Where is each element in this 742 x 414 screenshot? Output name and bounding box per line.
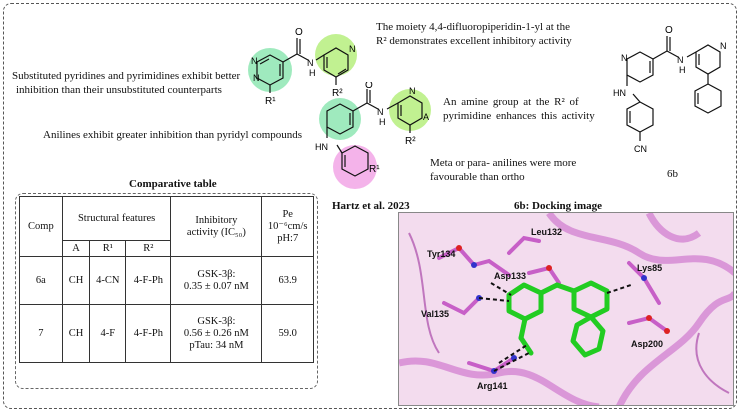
docking-image: Tyr134 Leu132 Asp133 Lys85 Val135 Asp200… xyxy=(398,212,734,406)
header-structural-features: Structural features xyxy=(61,196,172,241)
meta-para-statement: Meta or para- anilines were more favoura… xyxy=(430,157,577,183)
svg-text:N: N xyxy=(251,56,258,66)
svg-text:R¹: R¹ xyxy=(265,96,276,107)
anilines-statement: Anilines exhibit greater inhibition than… xyxy=(43,129,303,141)
svg-text:N: N xyxy=(349,44,356,54)
header-pe: Pe 10⁻⁶cm/s pH:7 xyxy=(261,196,314,257)
residue-arg141: Arg141 xyxy=(477,381,508,391)
svg-text:A: A xyxy=(423,112,429,122)
svg-text:N: N xyxy=(409,86,416,96)
aniline-highlight xyxy=(333,145,377,189)
svg-text:HN: HN xyxy=(315,142,328,152)
comparative-table-heading: Comparative table xyxy=(129,178,217,190)
residue-asp200: Asp200 xyxy=(631,339,663,349)
svg-text:O: O xyxy=(665,25,673,36)
header-activity: Inhibitory activity (IC₅₀) xyxy=(170,196,263,257)
svg-text:R¹: R¹ xyxy=(369,164,380,175)
amine-statement: An amine group at the R² of pyrimidine e… xyxy=(443,96,595,122)
comparative-table-box xyxy=(15,193,318,389)
svg-text:N: N xyxy=(720,41,727,51)
header-comp: Comp xyxy=(19,196,63,257)
citation: Hartz et al. 2023 xyxy=(332,200,410,212)
comparative-table: Comp Structural features Inhibitory acti… xyxy=(19,196,314,363)
structure-aniline: O N H N A R² HN R¹ xyxy=(315,82,431,189)
pyridine-highlight xyxy=(389,89,431,131)
svg-text:H: H xyxy=(309,68,316,78)
residue-leu132: Leu132 xyxy=(531,227,562,237)
pyridine-highlight xyxy=(315,34,357,76)
structure-pyridine-pyrimidine: O N H N N N R² R¹ xyxy=(248,27,357,107)
header-col-r2: R² xyxy=(125,240,172,257)
table-row: 7 CH 4-F 4-F-Ph GSK-3β: 0.56 ± 0.26 nM p… xyxy=(19,304,314,363)
svg-text:N: N xyxy=(307,58,314,68)
svg-text:R²: R² xyxy=(332,88,343,99)
residue-asp133: Asp133 xyxy=(494,271,526,281)
svg-text:H: H xyxy=(379,117,386,127)
residue-tyr134: Tyr134 xyxy=(427,249,455,259)
difluoro-statement: The moiety 4,4-difluoropiperidin-1-yl at… xyxy=(376,21,572,47)
svg-text:O: O xyxy=(295,27,303,38)
residue-val135: Val135 xyxy=(421,309,449,319)
svg-text:HN: HN xyxy=(613,88,626,98)
svg-text:N: N xyxy=(253,73,260,83)
table-row: 6a CH 4-CN 4-F-Ph GSK-3β: 0.35 ± 0.07 nM… xyxy=(19,256,314,305)
header-col-r1: R¹ xyxy=(89,240,127,257)
svg-text:N: N xyxy=(377,107,384,117)
svg-text:O: O xyxy=(365,82,373,91)
svg-text:N: N xyxy=(677,55,684,65)
pyridines-statement: Substituted pyridines and pyrimidines ex… xyxy=(12,70,241,96)
figure-frame xyxy=(3,3,737,409)
svg-text:R²: R² xyxy=(405,136,416,147)
pyrimidine-highlight xyxy=(248,48,292,92)
docking-heading: 6b: Docking image xyxy=(514,200,602,212)
svg-text:H: H xyxy=(679,65,686,75)
svg-text:N: N xyxy=(621,53,628,63)
residue-lys85: Lys85 xyxy=(637,263,662,273)
structure-6b: O N H N N HN CN xyxy=(613,25,727,154)
svg-text:CN: CN xyxy=(634,144,647,154)
compound-6b-label: 6b xyxy=(667,168,678,180)
pyrimidine-highlight xyxy=(319,98,361,140)
header-col-a: A xyxy=(61,240,91,257)
docking-render: Tyr134 Leu132 Asp133 Lys85 Val135 Asp200… xyxy=(399,213,733,405)
